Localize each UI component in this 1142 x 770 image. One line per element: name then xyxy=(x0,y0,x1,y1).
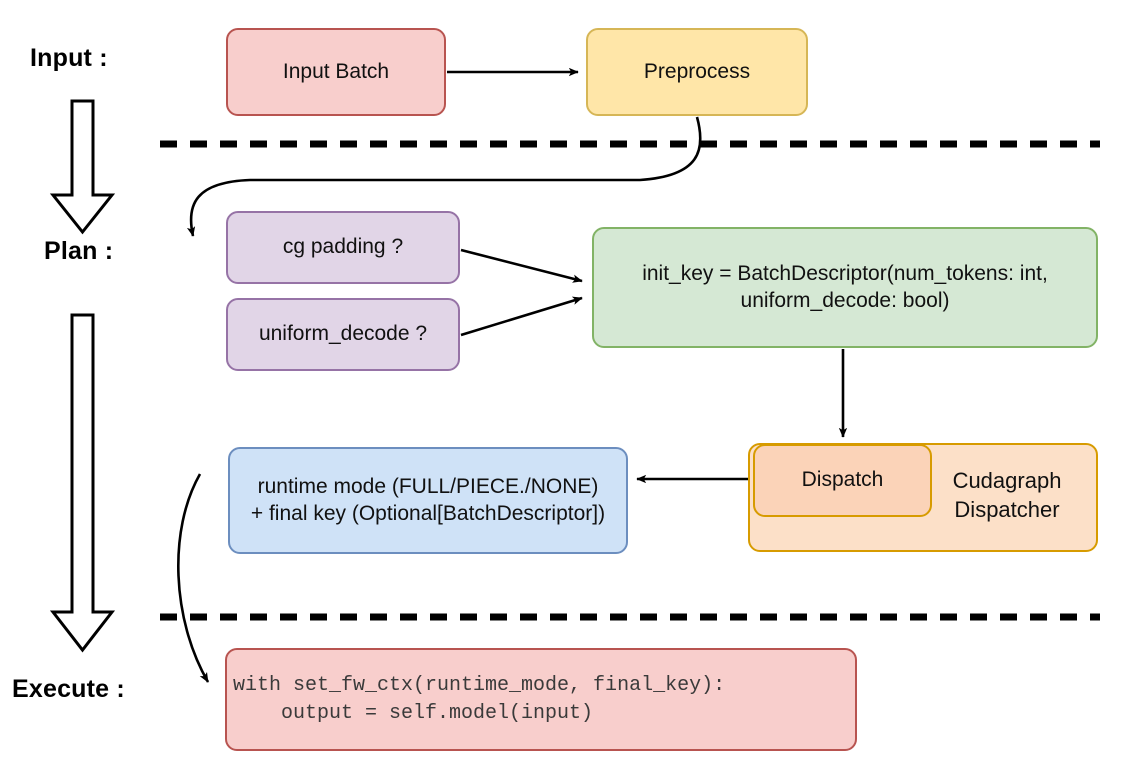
node-cg-padding[interactable]: cg padding ? xyxy=(226,211,460,284)
node-dispatch-label: Dispatch xyxy=(801,468,884,492)
stage-label-execute: Execute : xyxy=(12,675,125,703)
stage-label-input: Input : xyxy=(30,44,108,72)
node-runtime-mode-label-line1: runtime mode (FULL/PIECE./NONE) xyxy=(257,474,599,498)
node-cudagraph-dispatcher-label: Cudagraph Dispatcher xyxy=(932,467,1082,524)
node-dispatch[interactable]: Dispatch xyxy=(753,444,932,517)
node-preprocess[interactable]: Preprocess xyxy=(586,28,808,116)
connector-runtime-mode-to-execute-code xyxy=(177,473,210,683)
node-init-key-label-line2: uniform_decode: bool) xyxy=(740,288,950,312)
node-cg-padding-label: cg padding ? xyxy=(282,235,404,259)
node-init-key-label-line1: init_key = BatchDescriptor(num_tokens: i… xyxy=(642,261,1048,285)
node-preprocess-label: Preprocess xyxy=(643,59,751,83)
stage-flow-arrow-input-to-plan xyxy=(49,99,116,235)
connector-uniform-decode-to-init-key xyxy=(460,296,583,337)
node-uniform-decode[interactable]: uniform_decode ? xyxy=(226,298,460,371)
node-init-key[interactable]: init_key = BatchDescriptor(num_tokens: i… xyxy=(592,227,1098,348)
node-runtime-mode[interactable]: runtime mode (FULL/PIECE./NONE) + final … xyxy=(228,447,628,554)
node-execute-code[interactable]: with set_fw_ctx(runtime_mode, final_key)… xyxy=(225,648,857,751)
node-execute-code-line2: output = self.model(input) xyxy=(233,701,594,725)
connector-cg-padding-to-init-key xyxy=(460,248,583,283)
stage-label-plan: Plan : xyxy=(44,237,114,265)
node-input-batch[interactable]: Input Batch xyxy=(226,28,446,116)
node-cudagraph-dispatcher-label-line2: Dispatcher xyxy=(954,496,1060,522)
node-uniform-decode-label: uniform_decode ? xyxy=(258,322,428,346)
node-input-batch-label: Input Batch xyxy=(282,59,390,83)
node-runtime-mode-label-line2: + final key (Optional[BatchDescriptor]) xyxy=(250,501,606,525)
node-execute-code-line1: with set_fw_ctx(runtime_mode, final_key)… xyxy=(233,673,726,697)
node-cudagraph-dispatcher-label-line1: Cudagraph xyxy=(952,468,1062,493)
stage-flow-arrow-plan-to-execute xyxy=(49,313,116,653)
